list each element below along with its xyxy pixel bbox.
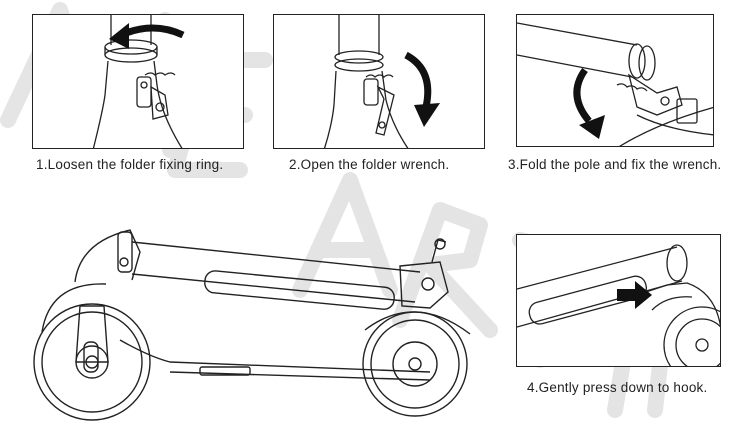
step-1-caption: 1.Loosen the folder fixing ring. [36,157,224,172]
step-4-caption: 4.Gently press down to hook. [527,380,708,395]
step-3-caption: 3.Fold the pole and fix the wrench. [508,157,722,172]
step-2-illustration [273,14,485,149]
step-4-illustration [516,234,721,367]
step-1-illustration [32,14,244,149]
step-3-illustration [516,14,714,147]
folded-scooter-illustration [33,229,471,421]
step-2-caption: 2.Open the folder wrench. [289,157,450,172]
